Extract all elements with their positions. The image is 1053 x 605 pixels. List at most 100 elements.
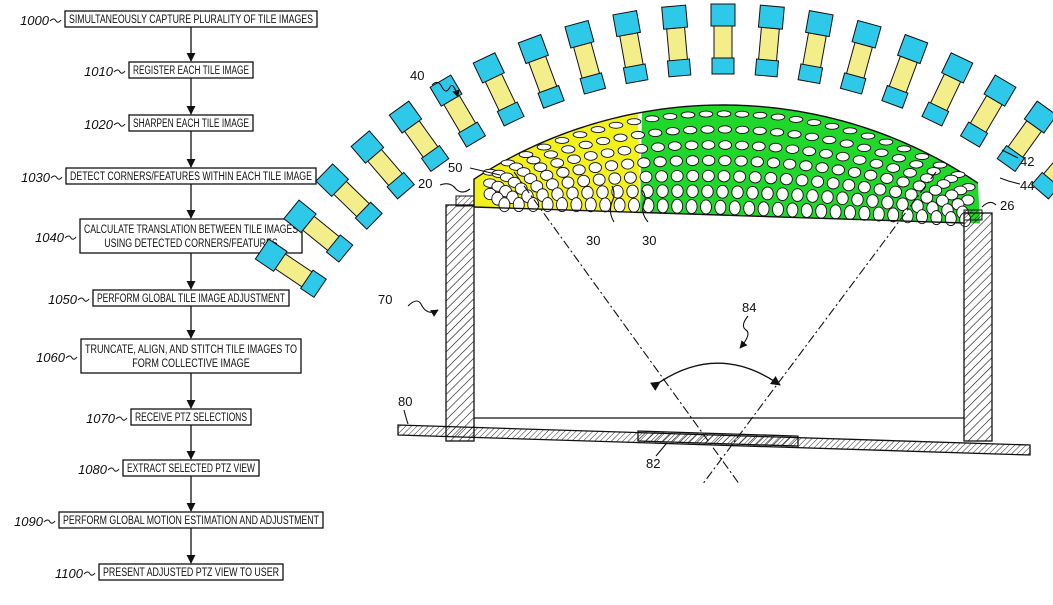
aperture-hole [852, 155, 867, 165]
aperture-hole [815, 162, 829, 174]
aperture-hole [928, 184, 943, 196]
sensor-lens [754, 58, 780, 78]
housing-right-wall [963, 212, 993, 442]
aperture-hole [889, 185, 902, 198]
sensor-cap [805, 10, 834, 38]
fov-line-right [701, 171, 937, 486]
sensor-cap [983, 74, 1017, 107]
aperture-hole [644, 115, 660, 123]
flow-step-ref: 1080 [78, 462, 108, 477]
dome-apertures [482, 110, 976, 228]
aperture-hole [735, 125, 750, 134]
aperture-hole [611, 184, 624, 199]
aperture-hole [847, 166, 862, 178]
left-clip [455, 195, 475, 207]
leader-80 [403, 409, 409, 425]
sensor-cap [472, 52, 505, 84]
aperture-hole [556, 197, 568, 213]
sensor-lens [711, 57, 735, 75]
sensor-tile [710, 3, 736, 75]
label-40: 40 [410, 68, 424, 83]
aperture-hole [540, 169, 554, 181]
flow-step-text: FORM COLLECTIVE IMAGE [132, 358, 250, 370]
aperture-hole [717, 170, 731, 183]
flow-step-ref-leader [65, 355, 78, 360]
sensor-lens [537, 84, 565, 109]
flow-step-box [122, 459, 260, 477]
sensor-lens [496, 101, 525, 127]
aperture-hole [656, 184, 669, 198]
sensor-lens [839, 72, 867, 95]
flow-step-ref-leader [50, 175, 63, 180]
aperture-hole [748, 171, 762, 184]
sensor-lens [386, 171, 415, 200]
sensor-lens [666, 58, 692, 78]
sensor-tile [254, 238, 327, 299]
aperture-hole [751, 141, 766, 152]
aperture-hole [851, 192, 864, 207]
aperture-hole [860, 132, 876, 140]
flow-step-ref: 1070 [86, 411, 116, 426]
aperture-hole [581, 185, 594, 200]
label-50: 50 [448, 160, 462, 175]
aperture-hole [752, 111, 768, 119]
sensor-cap [941, 52, 974, 84]
aperture-hole [662, 113, 678, 120]
aperture-hole [700, 199, 712, 215]
flow-step-text: RECEIVE PTZ SELECTIONS [135, 412, 247, 424]
sensor-lens [797, 63, 824, 85]
aperture-hole [613, 197, 626, 213]
sensor-tile [564, 19, 607, 95]
sensor-cap [283, 199, 317, 234]
aperture-hole [791, 188, 804, 202]
aperture-hole [866, 194, 879, 208]
sensor-tile [959, 74, 1017, 148]
flow-step: PERFORM GLOBAL MOTION ESTIMATION AND ADJ… [14, 511, 324, 529]
sensor-cap [388, 100, 423, 134]
aperture-hole [626, 118, 642, 126]
aperture-hole [873, 183, 887, 196]
aperture-hole [746, 185, 759, 200]
flow-step-ref: 1020 [84, 117, 114, 132]
aperture-hole [671, 184, 684, 198]
aperture-hole [802, 146, 817, 157]
aperture-hole [583, 151, 598, 161]
aperture-hole [669, 155, 683, 167]
aperture-hole [656, 198, 669, 214]
aperture-hole [872, 206, 885, 222]
aperture-hole [945, 189, 959, 201]
aperture-hole [919, 173, 934, 183]
aperture-hole [880, 172, 894, 184]
aperture-hole [909, 160, 924, 169]
flow-step-text: PERFORM GLOBAL TILE IMAGE ADJUSTMENT [97, 293, 285, 305]
flow-step: DETECT CORNERS/FEATURES WITHIN EACH TILE… [21, 167, 317, 185]
aperture-hole [667, 141, 682, 151]
sensor-tile [472, 52, 525, 127]
flow-step-ref: 1010 [84, 64, 114, 79]
aperture-hole [858, 181, 871, 194]
leader-50 [469, 167, 501, 176]
aperture-hole [734, 155, 748, 167]
aperture-hole [670, 169, 684, 183]
aperture-hole [839, 139, 854, 148]
label-82: 82 [646, 456, 660, 471]
aperture-hole [728, 200, 741, 216]
aperture-hole [701, 140, 716, 150]
leader-40 [431, 81, 460, 98]
aperture-hole [561, 176, 575, 189]
aperture-hole [628, 197, 640, 213]
aperture-hole [702, 169, 715, 183]
aperture-hole [896, 197, 909, 212]
aperture-hole [733, 170, 746, 183]
aperture-hole [804, 132, 819, 141]
aperture-hole [772, 201, 784, 217]
sensor-cap [254, 238, 288, 273]
flow-step-ref: 1000 [20, 13, 50, 28]
sensor-cap [896, 33, 929, 65]
aperture-hole [526, 156, 541, 165]
sensor-lens [420, 144, 450, 173]
base-window [637, 430, 799, 447]
aperture-hole [795, 174, 809, 187]
label-30-b: 30 [642, 233, 656, 248]
